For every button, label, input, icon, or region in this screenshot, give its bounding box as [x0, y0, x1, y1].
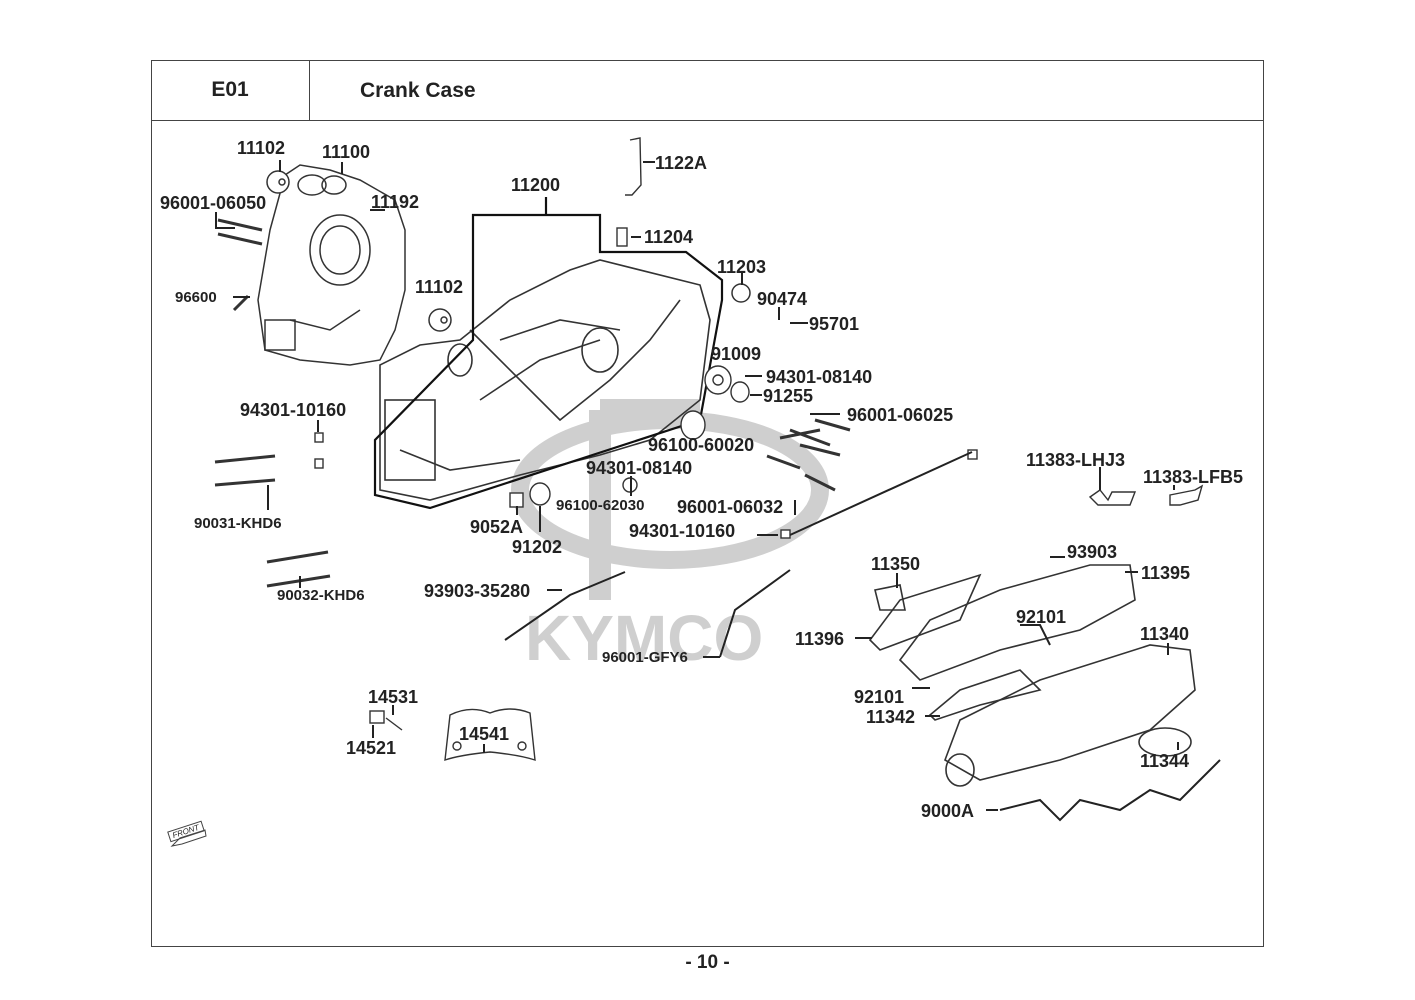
- left-crankcase-drawing: [257, 164, 406, 366]
- header-divider: [310, 120, 1264, 121]
- part-label: 96001-06050: [160, 193, 267, 213]
- crankcase-group-bracket: [373, 213, 724, 510]
- part-label: 93903: [1067, 542, 1118, 562]
- stud-bolt-drawings: [214, 218, 851, 588]
- part-label: 11395: [1141, 563, 1191, 583]
- part-label: 11383-LHJ3: [1026, 450, 1126, 470]
- part-label: 11200: [511, 175, 561, 195]
- part-label: 11350: [871, 554, 921, 574]
- part-label: 14521: [346, 738, 397, 758]
- part-label: 11204: [644, 227, 694, 247]
- part-label: 95701: [809, 314, 860, 334]
- part-label: 11340: [1140, 624, 1190, 644]
- part-label: 90032-KHD6: [277, 587, 365, 604]
- part-label: 91202: [512, 537, 563, 557]
- part-label: 14541: [459, 724, 510, 744]
- part-label: 11342: [866, 707, 916, 727]
- clip-drawings: [1088, 484, 1204, 506]
- part-label: 11102: [415, 277, 464, 297]
- right-crankcase-drawing: [379, 259, 711, 501]
- part-label: 9052A: [470, 517, 524, 537]
- part-label: 11383-LFB5: [1143, 467, 1244, 487]
- label-leaders: [215, 160, 1179, 811]
- part-label: 96100-60020: [648, 435, 755, 455]
- watermark-text: KYMCO: [525, 602, 763, 674]
- page-number: - 10 -: [685, 952, 730, 973]
- part-label: 93903-35280: [424, 581, 531, 601]
- part-label: 92101: [1016, 607, 1067, 627]
- kymco-watermark: [511, 399, 829, 600]
- section-code: E01: [151, 60, 310, 121]
- part-label: 94301-10160: [240, 400, 347, 420]
- part-label: 11192: [371, 192, 420, 212]
- part-label: 9000A: [921, 801, 975, 821]
- part-label: 92101: [854, 687, 905, 707]
- part-label: 91009: [711, 344, 762, 364]
- front-arrow-icon: [170, 829, 207, 847]
- part-label: 96001-GFY6: [602, 649, 688, 666]
- part-label: 11396: [795, 629, 845, 649]
- bushing-drawings: [266, 170, 751, 332]
- part-label: 1122A: [655, 153, 708, 173]
- part-label: 91255: [763, 386, 814, 406]
- clutch-cover-drawing: [868, 564, 1136, 681]
- small-parts-drawings: [314, 137, 978, 762]
- part-label: 11203: [717, 257, 767, 277]
- part-label: 90031-KHD6: [194, 515, 282, 532]
- transmission-cover-drawing: [928, 644, 1196, 787]
- part-label: 96100-62030: [556, 497, 645, 514]
- part-label: 11100: [322, 142, 371, 162]
- part-label: 11344: [1140, 751, 1190, 771]
- part-label: 96001-06032: [677, 497, 784, 517]
- part-label: 14531: [368, 687, 419, 707]
- part-label: 94301-08140: [586, 458, 693, 478]
- part-label: 96600: [175, 289, 217, 306]
- part-label: 11102: [237, 138, 286, 158]
- page-title: Crank Case: [360, 78, 476, 102]
- part-label: 96001-06025: [847, 405, 954, 425]
- part-label: 94301-10160: [629, 521, 736, 541]
- part-label: 94301-08140: [766, 367, 873, 387]
- part-label: 90474: [757, 289, 808, 309]
- diagram-frame: [151, 60, 1264, 947]
- screw-leader-drawings: [504, 451, 1221, 822]
